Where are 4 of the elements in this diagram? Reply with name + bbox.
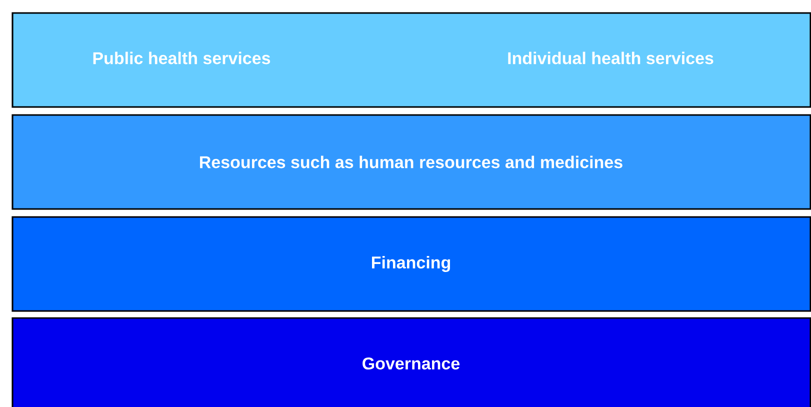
layer-band: Public health services Individual health services [12, 12, 811, 108]
layer-band: Governance [12, 317, 811, 407]
layer-band: Resources such as human resources and medicines [12, 114, 811, 210]
layer-band: Financing [12, 216, 811, 312]
